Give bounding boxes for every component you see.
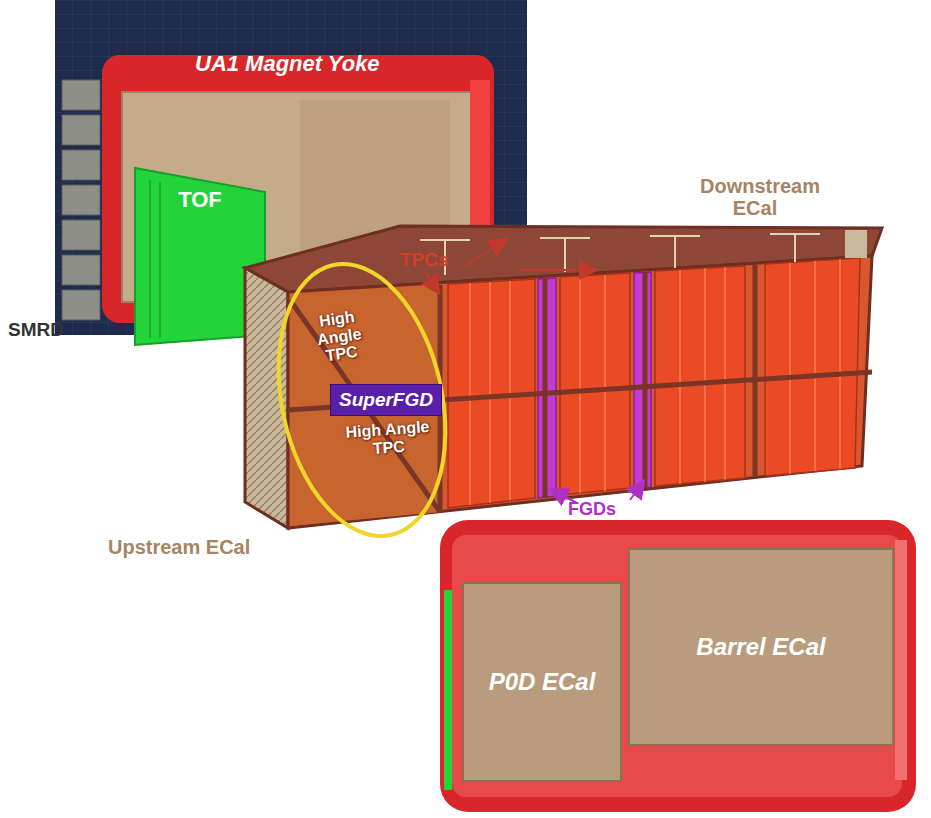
part-label: TOF	[178, 187, 222, 213]
part-name: Downstream ECal	[700, 175, 810, 219]
detector-part: SuperFGD	[330, 384, 442, 416]
part-name: TPCs	[400, 250, 449, 271]
part-label: SuperFGD	[339, 389, 433, 411]
detector-part: Barrel ECal	[628, 548, 894, 746]
part-name: FGDs	[568, 500, 616, 520]
part-name: Upstream ECal	[108, 536, 250, 558]
part-name: High Angle TPC	[342, 418, 434, 459]
part-name: UA1 Magnet Yoke	[195, 52, 380, 76]
detector-part: P0D ECal	[462, 582, 622, 782]
part-name: SMRD	[8, 320, 64, 341]
detector-part: TOF	[150, 180, 250, 220]
part-label: P0D ECal	[489, 668, 596, 696]
part-name: High Angle TPC	[296, 305, 383, 368]
part-label: Barrel ECal	[696, 633, 825, 661]
